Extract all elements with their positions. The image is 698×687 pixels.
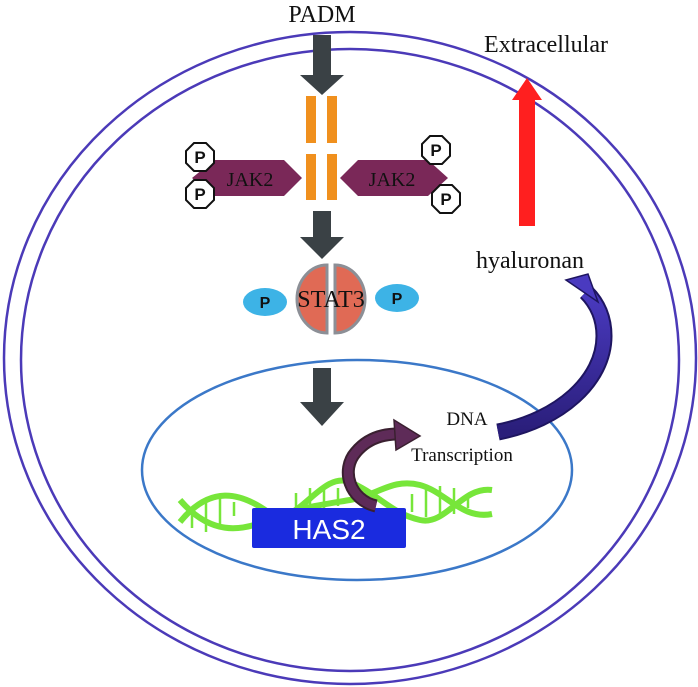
svg-text:P: P	[194, 148, 205, 167]
jak2-phospho-group: P P P P	[185, 135, 461, 214]
extracellular-label: Extracellular	[484, 32, 608, 58]
receptor	[306, 96, 337, 200]
svg-text:P: P	[392, 291, 403, 308]
phospho-octagon: P	[185, 142, 215, 172]
transcription-arrow	[341, 418, 422, 513]
has2-label: HAS2	[292, 514, 365, 545]
svg-text:P: P	[430, 141, 441, 160]
receptor-to-stat3-arrow	[300, 211, 344, 259]
cell-membrane-outer	[2, 30, 698, 686]
jak2-left-label: JAK2	[227, 169, 274, 191]
ligand-label: PADM	[288, 2, 355, 28]
phospho-octagon: P	[185, 179, 215, 209]
stat3-to-nucleus-arrow	[300, 368, 344, 426]
has2-gene-box	[252, 508, 406, 548]
stat3-phospho-right: P	[375, 284, 419, 312]
process-label-line1: DNA	[446, 409, 487, 430]
export-arrow	[512, 78, 542, 226]
cell-membrane-inner	[19, 47, 681, 673]
hyaluronan-curve-arrow	[496, 273, 613, 441]
svg-text:P: P	[194, 185, 205, 204]
jak2-right-label: JAK2	[369, 169, 416, 191]
svg-text:P: P	[440, 190, 451, 209]
stat3-label: STAT3	[297, 287, 364, 313]
jak2-left-shape	[192, 160, 302, 196]
stat3-dimer	[295, 263, 367, 335]
stat3-phospho-left: P	[243, 288, 287, 316]
phospho-octagon: P	[431, 184, 461, 214]
dna-helix	[177, 477, 493, 532]
hyaluronan-label: hyaluronan	[476, 248, 584, 274]
jak2-right-shape	[340, 160, 448, 196]
process-label-line2: Transcription	[411, 445, 513, 466]
svg-text:P: P	[260, 295, 271, 312]
ligand-arrow	[300, 35, 344, 95]
phospho-octagon: P	[421, 135, 451, 165]
nucleus	[140, 358, 574, 582]
